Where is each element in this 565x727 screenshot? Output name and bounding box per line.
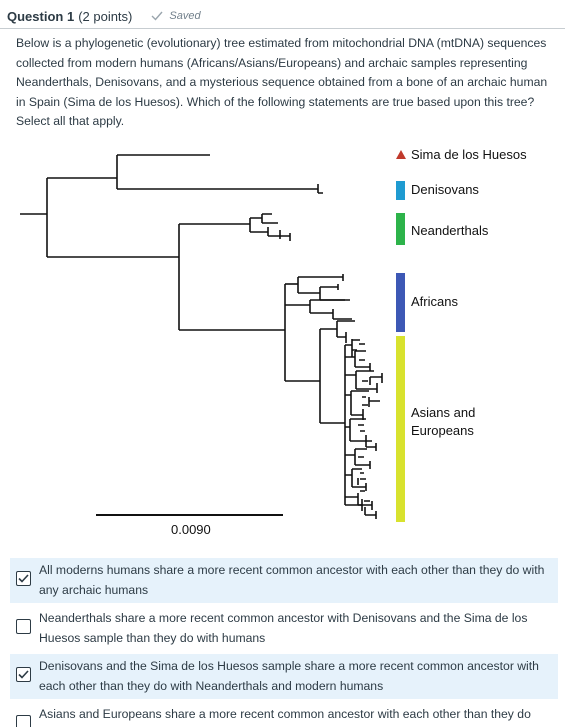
question-prompt: Below is a phylogenetic (evolutionary) t… [16, 36, 548, 128]
checkbox-unchecked[interactable] [16, 715, 31, 727]
checkbox-checked[interactable] [16, 571, 31, 586]
answer-text: All moderns humans share a more recent c… [39, 563, 545, 597]
legend-sima-label: Sima de los Huesos [411, 147, 527, 162]
header-divider [0, 28, 565, 29]
question-header: Question 1 (2 points) Saved [7, 6, 201, 26]
answer-text: Neanderthals share a more recent common … [39, 611, 528, 645]
question-points: (2 points) [78, 8, 133, 24]
africans-color-bar [396, 273, 405, 332]
answer-option-1[interactable]: All moderns humans share a more recent c… [10, 558, 558, 603]
question-title: Question 1 [7, 8, 75, 24]
check-icon [18, 574, 29, 583]
answer-option-2[interactable]: Neanderthals share a more recent common … [10, 606, 558, 651]
answer-text: Denisovans and the Sima de los Huesos sa… [39, 659, 539, 693]
saved-status: Saved [151, 10, 201, 22]
tree-branches [20, 154, 383, 519]
neanderthals-color-bar [396, 213, 405, 245]
checkbox-unchecked[interactable] [16, 619, 31, 634]
tree-diagram [20, 150, 406, 522]
answer-list: All moderns humans share a more recent c… [10, 558, 558, 727]
legend-neanderthals-label: Neanderthals [411, 223, 489, 238]
scale-label: 0.0090 [171, 522, 211, 537]
legend-asians-europeans-label: Asians and Europeans [411, 405, 476, 438]
legend-africans-label: Africans [411, 294, 458, 309]
denisovans-color-bar [396, 181, 405, 200]
legend-denisovans-label: Denisovans [411, 182, 479, 197]
asians-europeans-color-bar [396, 336, 405, 522]
answer-text: Asians and Europeans share a more recent… [39, 707, 531, 727]
phylogenetic-tree-figure: Sima de los Huesos Denisovans Neandertha… [0, 135, 565, 545]
answer-option-3[interactable]: Denisovans and the Sima de los Huesos sa… [10, 654, 558, 699]
sima-triangle-marker [396, 150, 406, 159]
checkbox-checked[interactable] [16, 667, 31, 682]
checkmark-icon [151, 11, 163, 21]
check-icon [18, 670, 29, 679]
saved-label: Saved [169, 10, 201, 22]
answer-option-4[interactable]: Asians and Europeans share a more recent… [10, 702, 558, 727]
